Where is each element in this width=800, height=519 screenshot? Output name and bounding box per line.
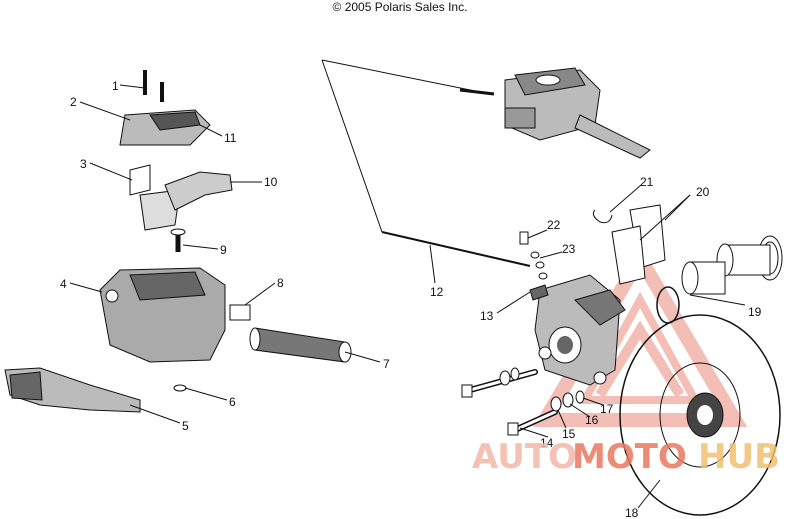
- callout-8: 8: [277, 276, 284, 290]
- callout-3: 3: [80, 157, 87, 171]
- watermark-part-auto: AUTO: [472, 437, 577, 477]
- master-cylinder-view: [504, 67, 651, 159]
- callout-22: 22: [547, 218, 561, 232]
- callout-5: 5: [182, 419, 189, 433]
- watermark-text: AUTO MOTO HUB: [472, 437, 780, 477]
- callout-13: 13: [480, 309, 494, 323]
- handle-grip-part: [249, 327, 352, 363]
- callout-4: 4: [60, 277, 67, 291]
- reservoir-cover: [119, 70, 211, 146]
- caliper: [529, 274, 626, 386]
- callout-1: 1: [112, 79, 119, 93]
- brake-disc: [619, 314, 781, 516]
- callout-16: 16: [585, 413, 599, 427]
- callout-11: 11: [224, 131, 237, 145]
- master-cylinder-body: [99, 267, 251, 363]
- bolts-washers: [461, 231, 585, 436]
- brake-line: [321, 59, 531, 267]
- callout-2: 2: [70, 95, 77, 109]
- callout-21: 21: [640, 175, 654, 189]
- callout-23: 23: [562, 242, 576, 256]
- callout-15: 15: [562, 427, 576, 441]
- callout-12: 12: [430, 285, 444, 299]
- callout-7: 7: [383, 357, 390, 371]
- brake-lever: [4, 367, 187, 413]
- pad-clips: [592, 204, 666, 285]
- callout-labels: 1 2 3 4 5 6 7 8 9 10 11 12 13 14 15 16 1…: [60, 79, 762, 519]
- diaphragm-lever-parts: [129, 164, 233, 252]
- callout-6: 6: [229, 395, 236, 409]
- watermark-part-hub: HUB: [698, 437, 780, 477]
- callout-14: 14: [540, 436, 554, 450]
- copyright-text: © 2005 Polaris Sales Inc.: [332, 0, 468, 14]
- callout-18: 18: [625, 506, 639, 519]
- callout-17: 17: [600, 402, 614, 416]
- leader-lines: [69, 84, 746, 509]
- callout-10: 10: [264, 175, 278, 189]
- callout-19: 19: [748, 305, 762, 319]
- boot-assembly: [656, 235, 783, 324]
- callout-9: 9: [220, 243, 227, 257]
- callout-20: 20: [696, 185, 710, 199]
- watermark-part-moto: MOTO: [572, 437, 687, 477]
